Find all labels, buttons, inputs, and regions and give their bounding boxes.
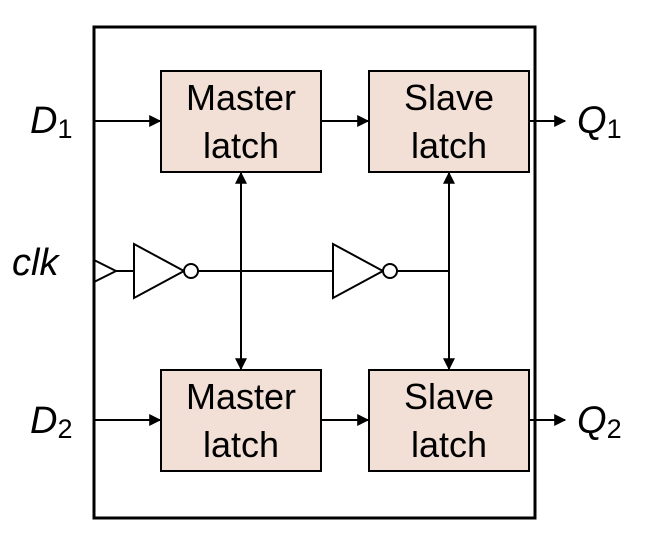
master-latch-bottom: Master latch (160, 369, 322, 472)
inverter-1-triangle (133, 242, 187, 300)
slave-latch-top-line1: Slave (404, 77, 494, 118)
inverter-1 (133, 242, 199, 300)
slave-latch-top-box (368, 70, 530, 173)
q2-label: Q2 (577, 400, 622, 444)
inverter-2-triangle (332, 242, 386, 300)
master-latch-top-line1: Master (186, 77, 296, 118)
slave-latch-top-line2: latch (411, 125, 487, 166)
d1-label: D1 (30, 100, 72, 144)
master-latch-top-line2: latch (203, 125, 279, 166)
master-latch-bottom-line2: latch (203, 424, 279, 465)
slave-latch-bottom-line2: latch (411, 424, 487, 465)
clock-input-triangle (93, 259, 119, 283)
q1-label: Q1 (577, 100, 622, 144)
slave-latch-bottom-line1: Slave (404, 376, 494, 417)
slave-latch-bottom: Slave latch (368, 369, 530, 472)
master-latch-bottom-line1: Master (186, 376, 296, 417)
master-latch-top: Master latch (160, 70, 322, 173)
slave-latch-top: Slave latch (368, 70, 530, 173)
outer-enclosure (92, 25, 537, 520)
inverter-2-bubble (382, 263, 398, 279)
clk-label: clk (12, 242, 60, 284)
inverter-1-bubble (183, 263, 199, 279)
inverter-2 (332, 242, 398, 300)
d2-label: D2 (30, 400, 72, 444)
